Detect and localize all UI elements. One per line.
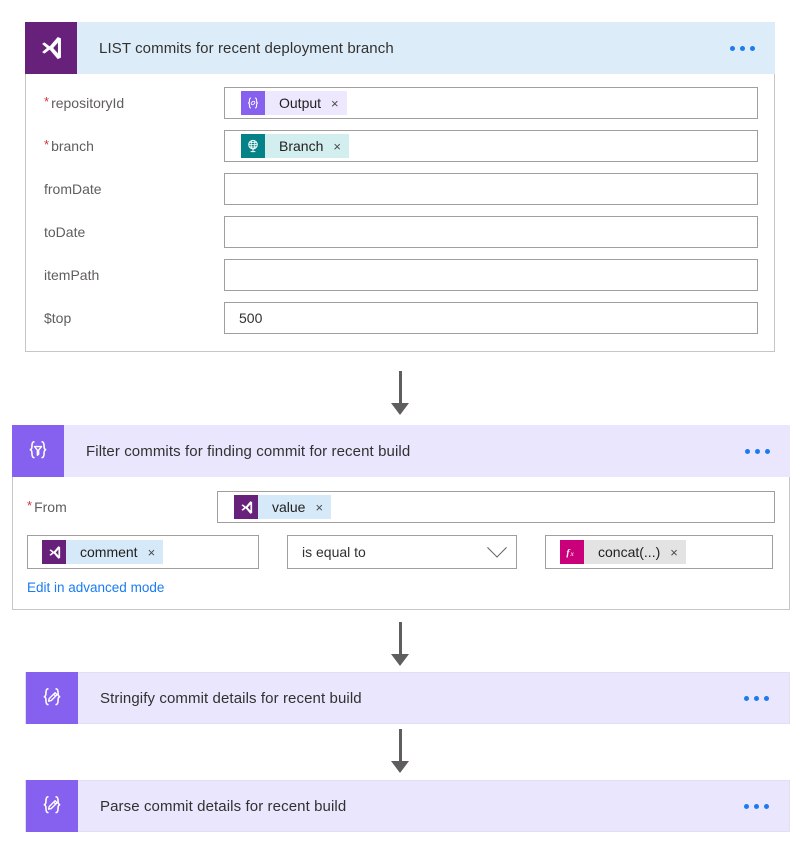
step-title: LIST commits for recent deployment branc… (99, 39, 394, 57)
condition-left-operand[interactable]: comment × (27, 535, 259, 569)
down-arrow-icon (391, 761, 409, 773)
step-body-filter-commits: * From value × (12, 477, 790, 610)
more-options-icon[interactable] (720, 45, 775, 51)
compose-icon (241, 91, 265, 115)
field-input-itempath[interactable] (224, 259, 758, 291)
required-marker: * (27, 497, 33, 513)
token-chip-body: value × (258, 495, 332, 519)
connector-arrow-line-2 (399, 622, 402, 657)
flow-step-list-commits[interactable]: LIST commits for recent deployment branc… (25, 22, 775, 352)
token-chip-output[interactable]: Output × (241, 91, 347, 115)
svg-text:f: f (566, 547, 571, 558)
step-title: Filter commits for finding commit for re… (86, 442, 411, 460)
step-header-filter-commits[interactable]: Filter commits for finding commit for re… (12, 425, 790, 477)
remove-token-icon[interactable]: × (331, 95, 339, 111)
field-input-branch[interactable]: Branch × (224, 130, 758, 162)
token-chip-branch[interactable]: Branch × (241, 134, 349, 158)
condition-operator-dropdown[interactable]: is equal to (287, 535, 517, 569)
step-body-list-commits: * repositoryId (25, 74, 775, 352)
token-chip-concat[interactable]: f x concat(...) × (560, 540, 686, 564)
field-label-top: $top (44, 310, 72, 326)
remove-token-icon[interactable]: × (333, 138, 341, 154)
connector-arrow-line-3 (399, 729, 402, 764)
field-row-repositoryid: * repositoryId (44, 87, 758, 119)
step-title: Stringify commit details for recent buil… (100, 689, 362, 707)
condition-row: comment × is equal to (27, 535, 775, 569)
step-header-list-commits[interactable]: LIST commits for recent deployment branc… (25, 22, 775, 74)
required-marker: * (44, 136, 50, 152)
field-label-fromdate: fromDate (44, 181, 102, 197)
field-value: 500 (239, 310, 263, 326)
step-header-parse-commit[interactable]: Parse commit details for recent build (25, 780, 790, 832)
visual-studio-icon (42, 540, 66, 564)
field-label-text: repositoryId (51, 95, 125, 111)
svg-text:x: x (570, 549, 575, 558)
step-header-stringify-commit[interactable]: Stringify commit details for recent buil… (25, 672, 790, 724)
step-title: Parse commit details for recent build (100, 797, 347, 815)
fx-icon: f x (560, 540, 584, 564)
more-options-icon[interactable] (734, 803, 789, 809)
flow-step-filter-commits[interactable]: Filter commits for finding commit for re… (12, 425, 790, 610)
field-input-fromdate[interactable] (224, 173, 758, 205)
token-chip-body: concat(...) × (584, 540, 686, 564)
field-row-top: $top 500 (44, 302, 758, 334)
token-chip-comment[interactable]: comment × (42, 540, 164, 564)
token-chip-label: concat(...) (598, 544, 661, 560)
compose-icon (26, 780, 78, 832)
compose-icon (26, 672, 78, 724)
token-chip-label: comment (80, 544, 138, 560)
field-input-repositoryid[interactable]: Output × (224, 87, 758, 119)
field-label-todate: toDate (44, 224, 86, 240)
field-label-from: * From (27, 497, 217, 516)
condition-operator-value: is equal to (302, 544, 366, 560)
connector-arrow-line-1 (399, 371, 402, 406)
edit-in-advanced-mode-link[interactable]: Edit in advanced mode (27, 580, 165, 595)
condition-right-operand[interactable]: f x concat(...) × (545, 535, 773, 569)
required-marker: * (44, 93, 50, 109)
field-input-top[interactable]: 500 (224, 302, 758, 334)
visual-studio-icon (234, 495, 258, 519)
down-arrow-icon (391, 403, 409, 415)
field-row-branch: * branch (44, 130, 758, 162)
globe-icon (241, 134, 265, 158)
token-chip-label: Output (279, 95, 322, 111)
token-chip-label: value (272, 499, 306, 515)
field-row-todate: toDate (44, 216, 758, 248)
remove-token-icon[interactable]: × (670, 544, 678, 560)
token-chip-body: Branch × (265, 134, 349, 158)
flow-step-parse-commit[interactable]: Parse commit details for recent build (25, 780, 790, 832)
chevron-down-icon (487, 537, 507, 558)
token-chip-body: Output × (265, 91, 347, 115)
remove-token-icon[interactable]: × (315, 499, 324, 515)
field-label-text: From (34, 499, 67, 515)
field-label-repositoryid: * repositoryId (44, 93, 224, 112)
token-chip-value[interactable]: value × (234, 495, 332, 519)
field-input-from[interactable]: value × (217, 491, 775, 523)
field-label-branch: * branch (44, 136, 224, 155)
visual-studio-icon (25, 22, 77, 74)
flow-step-stringify-commit[interactable]: Stringify commit details for recent buil… (25, 672, 790, 724)
field-row-fromdate: fromDate (44, 173, 758, 205)
field-row-from: * From value × (27, 491, 775, 523)
token-chip-body: comment × (66, 540, 164, 564)
token-chip-label: Branch (279, 138, 324, 154)
more-options-icon[interactable] (735, 448, 790, 454)
field-row-itempath: itemPath (44, 259, 758, 291)
more-options-icon[interactable] (734, 695, 789, 701)
down-arrow-icon (391, 654, 409, 666)
filter-icon (12, 425, 64, 477)
field-label-text: branch (51, 138, 94, 154)
remove-token-icon[interactable]: × (147, 544, 156, 560)
field-input-todate[interactable] (224, 216, 758, 248)
field-label-itempath: itemPath (44, 267, 100, 283)
